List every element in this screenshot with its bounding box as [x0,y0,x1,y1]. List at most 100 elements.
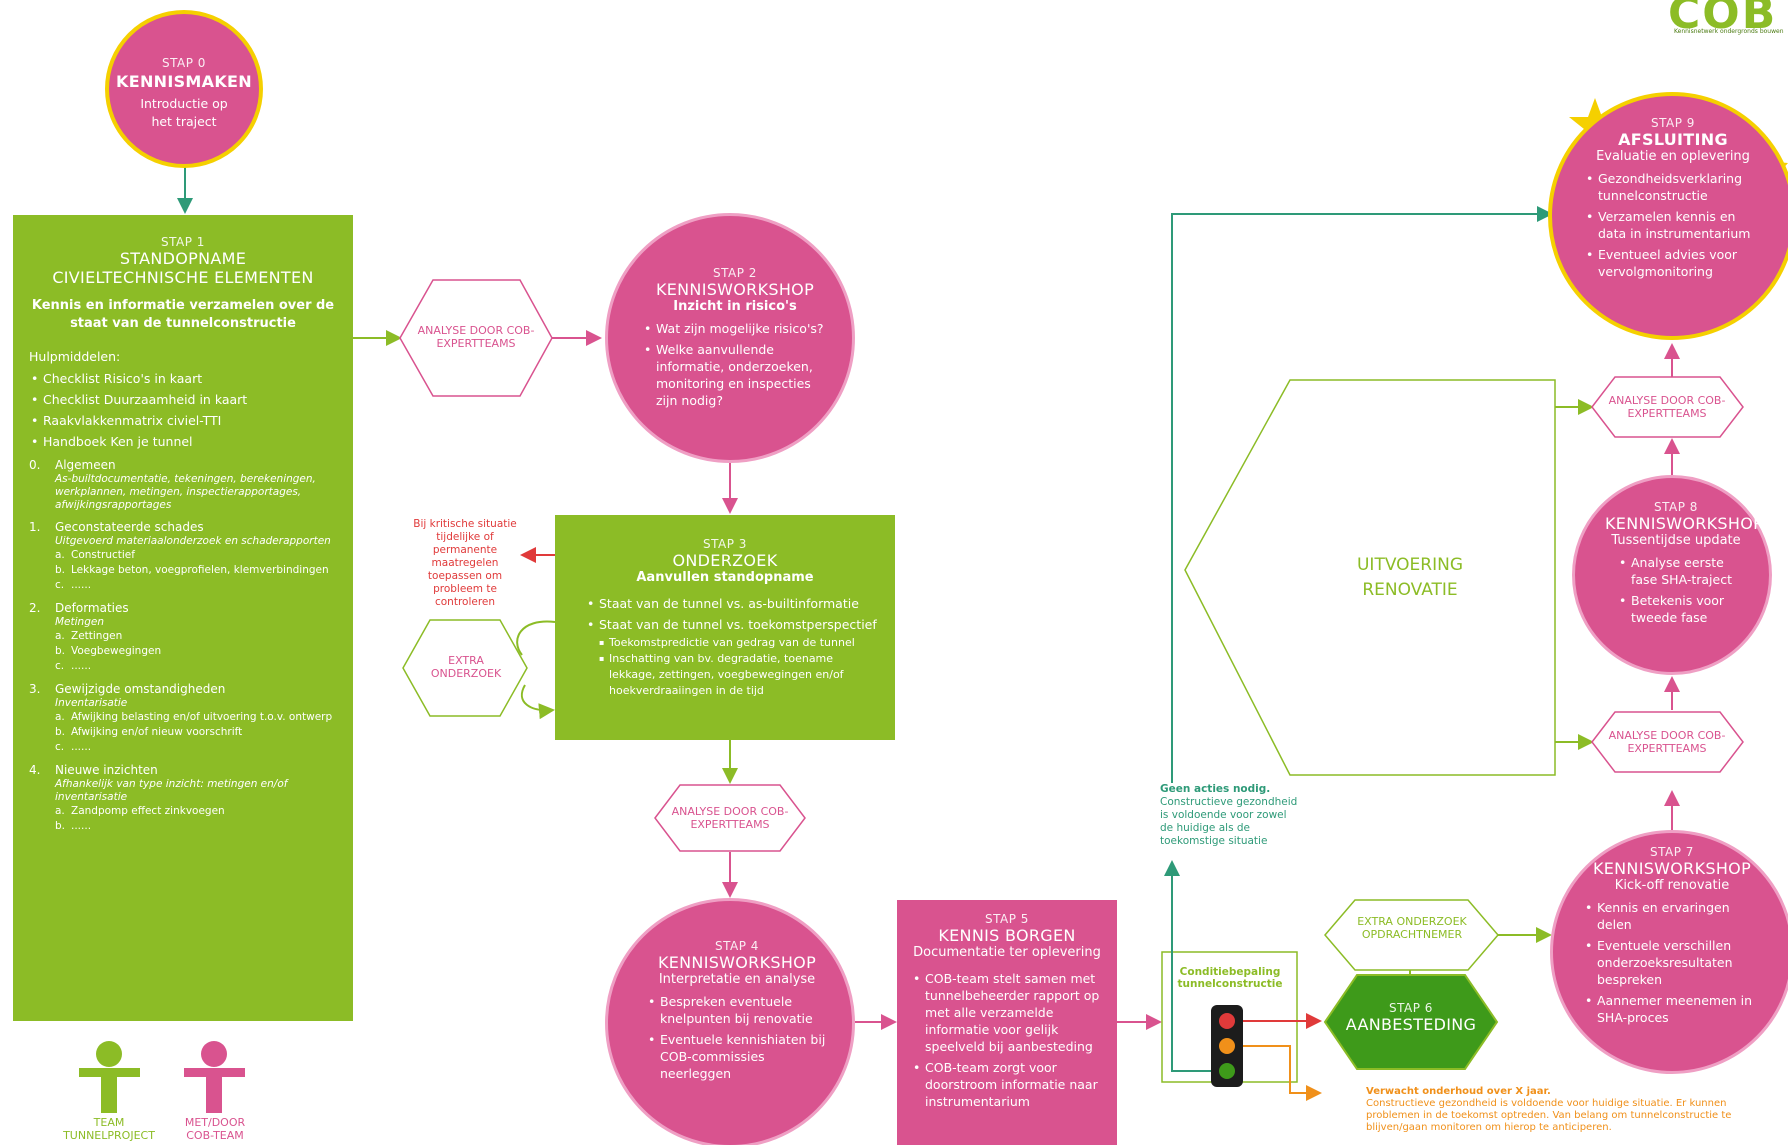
uitvoering-label: UITVOERING RENOVATIE [1356,555,1463,600]
step3-sub-item: Inschatting van bv. degradatie, toename … [599,651,881,699]
hex-extra-label: EXTRA ONDERZOEK [430,654,502,680]
step8-bullet: Betekenis voor tweede fase [1617,592,1747,626]
legend-team-icon [79,1041,140,1113]
geen-acties-note: Geen acties nodig. Constructieve gezondh… [1160,783,1300,848]
hex-extra-opdrachtnemer-label: EXTRA ONDERZOEK OPDRACHTNEMER [1357,915,1467,941]
step5-title: KENNIS BORGEN [938,926,1076,945]
step9-label: STAP 9 [1651,116,1695,130]
hex-analyse-4-label: ANALYSE DOOR COB-EXPERTTEAMS [1608,394,1726,420]
step1-box: STAP 1 STANDOPNAME CIVIELTECHNISCHE ELEM… [13,215,353,1021]
verwacht-note: Verwacht onderhoud over X jaar. Construc… [1366,1086,1732,1133]
step1-categories: 0.Algemeen As-builtdocumentatie, tekenin… [29,458,337,834]
step1-cat-2: 2.Deformaties Metingen a.Zettingen b.Voe… [29,601,162,672]
step2-bullet: Wat zijn mogelijke risico's? [642,320,828,337]
hex-analyse-2 [654,784,806,852]
traffic-light-green [1219,1063,1235,1079]
step9-bullet: Eventueel advies voor vervolgmonitoring [1584,246,1762,280]
step4-bullet: Eventuele kennishiaten bij COB-commissie… [646,1031,828,1082]
conditie-label: Conditiebepaling tunnelconstructie [1177,966,1283,990]
step1-cat-0: 0.Algemeen As-builtdocumentatie, tekenin… [29,458,316,511]
logo-text: COB [1668,0,1778,39]
step7-title: KENNISWORKSHOP [1592,859,1752,878]
step0-label: STAP 0 [162,56,206,70]
step4-bullet: Bespreken eventuele knelpunten bij renov… [646,993,828,1027]
hex-analyse-3-label: ANALYSE DOOR COB-EXPERTTEAMS [1608,729,1726,755]
step3-sub-item: Toekomstpredictie van gedrag van de tunn… [599,635,881,651]
hex-analyse-1-label: ANALYSE DOOR COB-EXPERTTEAMS [417,324,535,350]
step1-hulp-label: Hulpmiddelen: [29,349,121,364]
step5-sub: Documentatie ter oplevering [913,945,1101,960]
step1-hulp-item: Checklist Risico's in kaart [29,370,337,387]
step4-sub: Interpretatie en analyse [658,972,816,987]
step9-sub: Evaluatie en oplevering [1596,149,1750,164]
step1-sub: Kennis en informatie verzamelen over de … [31,298,335,331]
arrow-green-step9 [1171,206,1553,795]
step2-circle: STAP 2 KENNISWORKSHOP Inzicht in risico'… [605,213,855,463]
step5-bullet: COB-team zorgt voor doorstroom informati… [911,1059,1103,1110]
step9-bullet: Gezondheidsverklaring tunnelconstructie [1584,170,1762,204]
cob-logo: COB Kennisnetwerk ondergronds bouwen [1660,0,1788,60]
loop-extra-step3-in [520,684,555,720]
step1-label: STAP 1 [161,235,205,249]
logo-tagline: Kennisnetwerk ondergronds bouwen [1674,28,1784,35]
step0-circle: STAP 0 KENNISMAKEN Introductie op het tr… [105,10,263,168]
step2-title: KENNISWORKSHOP [655,280,815,299]
step8-circle: STAP 8 KENNISWORKSHOP Tussentijdse updat… [1572,475,1772,675]
step4-label: STAP 4 [715,939,759,953]
hex-uitvoering [1184,379,1556,776]
step8-label: STAP 8 [1654,500,1698,514]
legend-cob-icon [184,1041,245,1113]
step9-bullet: Verzamelen kennis en data in instrumenta… [1584,208,1762,242]
hex-analyse-3 [1591,711,1744,773]
hex-analyse-4 [1591,376,1744,438]
step5-label: STAP 5 [985,912,1029,926]
step1-cat-1: 1.Geconstateerde schades Uitgevoerd mate… [29,520,331,591]
step9-circle: STAP 9 AFSLUITING Evaluatie en opleverin… [1548,92,1788,340]
step0-sub: Introductie op het traject [140,96,228,129]
hex-step6 [1323,974,1499,1070]
arrow-orange-verwacht [1243,1045,1322,1101]
step7-bullet: Kennis en ervaringen delen [1583,899,1761,933]
step7-circle: STAP 7 KENNISWORKSHOP Kick-off renovatie… [1550,830,1788,1074]
step2-sub: Inzicht in risico's [673,299,797,314]
step2-label: STAP 2 [713,266,757,280]
step6-hex: STAP 6 AANBESTEDING [1345,1001,1477,1034]
step5-bullet: COB-team stelt samen met tunnelbeheerder… [911,970,1103,1055]
step4-title: KENNISWORKSHOP [657,953,817,972]
step3-title: ONDERZOEK [672,551,778,570]
step4-circle: STAP 4 KENNISWORKSHOP Interpretatie en a… [605,898,855,1145]
step3-label: STAP 3 [703,537,747,551]
step1-cat-3: 3.Gewijzigde omstandigheden Inventarisat… [29,682,333,753]
step2-bullet: Welke aanvullende informatie, onderzoeke… [642,341,828,409]
step7-sub: Kick-off renovatie [1614,878,1730,893]
step7-bullet: Aannemer meenemen in SHA-proces [1583,992,1761,1026]
step8-title: KENNISWORKSHOP [1605,514,1764,533]
step3-bullet: Staat van de tunnel vs. as-builtinformat… [585,595,881,612]
traffic-light-orange [1219,1038,1235,1054]
traffic-light-red [1219,1013,1235,1029]
arrow-green-geen-acties [1164,860,1211,1072]
step1-hulp-item: Checklist Duurzaamheid in kaart [29,391,337,408]
kritisch-note: Bij kritische situatie tijdelijke of per… [413,518,517,608]
step9-title: AFSLUITING [1618,130,1728,149]
step7-bullet: Eventuele verschillen onderzoeksresultat… [1583,937,1761,988]
step3-sub: Aanvullen standopname [636,570,814,585]
step3-box: STAP 3 ONDERZOEK Aanvullen standopname S… [555,515,895,740]
hex-analyse-1 [399,279,553,397]
step1-hulp-item: Handboek Ken je tunnel [29,433,337,450]
step8-sub: Tussentijdse update [1611,533,1741,548]
step1-title-2: CIVIELTECHNISCHE ELEMENTEN [52,268,314,287]
step6-title: AANBESTEDING [1345,1015,1477,1034]
hex-extra-opdrachtnemer [1324,899,1499,971]
loop-step3-extra-out [516,620,556,656]
hex-analyse-2-label: ANALYSE DOOR COB-EXPERTTEAMS [671,805,789,831]
step8-bullet: Analyse eerste fase SHA-traject [1617,554,1747,588]
step0-title: KENNISMAKEN [116,72,252,91]
step1-title-1: STANDOPNAME [119,249,247,268]
hex-extra-onderzoek [402,619,528,717]
step1-cat-4: 4.Nieuwe inzichten Afhankelijk van type … [29,763,288,832]
